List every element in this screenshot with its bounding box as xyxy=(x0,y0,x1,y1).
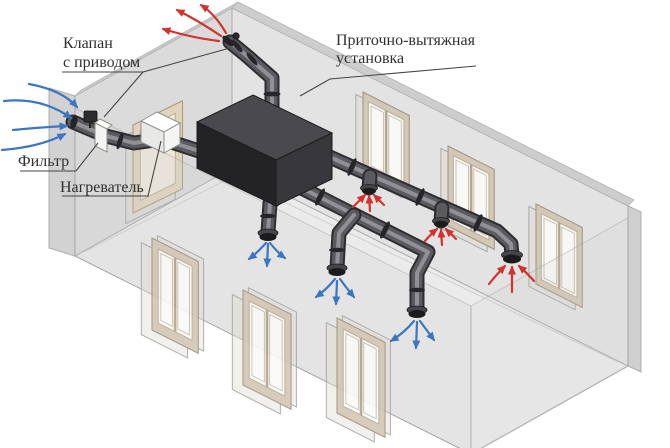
exhaust-riser-duct xyxy=(222,32,281,114)
exhaust-air-outlet-arrows xyxy=(161,3,228,43)
front-window-1 xyxy=(140,234,205,359)
front-right-wall xyxy=(470,217,629,448)
supply-diffuser-arrows-1 xyxy=(247,241,287,268)
label-damper: Клапан с приводом xyxy=(63,35,140,71)
duct-joint xyxy=(415,188,425,206)
duct-joint xyxy=(380,221,390,239)
exhaust-intake-arrows-1 xyxy=(351,193,386,213)
window-sash xyxy=(363,341,377,420)
duct-joint xyxy=(260,213,276,219)
intake-damper-actuator xyxy=(83,110,98,128)
supply-diffuser-arrows-3 xyxy=(389,319,436,350)
leader-damper xyxy=(62,47,231,118)
label-ahu-line2: установка xyxy=(336,50,404,67)
window-sash xyxy=(561,226,575,295)
leader-filter xyxy=(20,142,99,172)
duct-joint xyxy=(329,247,345,253)
front-window-2 xyxy=(231,286,297,415)
supply-diffuser-mouth xyxy=(328,268,346,276)
window-sash xyxy=(345,332,359,411)
window-sash xyxy=(473,168,487,237)
back-window-3 xyxy=(528,203,583,311)
exhaust-intake-arrows-2 xyxy=(423,227,458,247)
right-wall-edge xyxy=(627,205,642,373)
exhaust-outlet-opening xyxy=(222,35,234,47)
duct-joint xyxy=(116,132,124,150)
filter-box xyxy=(94,118,113,153)
ahu-unit xyxy=(195,94,334,207)
exhaust-intake-arrows-3 xyxy=(487,264,536,294)
window-sash xyxy=(543,217,557,286)
outside-air-intake-arrows xyxy=(0,82,79,152)
duct-joint xyxy=(315,188,325,206)
leader-ahu xyxy=(299,65,477,97)
duct-joint xyxy=(409,287,425,293)
label-damper-line1: Клапан xyxy=(63,35,113,52)
label-ahu-line1: Приточно-вытяжная xyxy=(336,32,476,49)
supply-main-duct xyxy=(258,169,428,318)
supply-diffuser-mouth xyxy=(259,233,277,241)
duct-joint xyxy=(347,158,357,176)
duct-joint xyxy=(473,214,483,232)
ahu-right-face xyxy=(275,132,333,207)
window-sash xyxy=(177,261,190,336)
duct-joint xyxy=(246,52,258,66)
exhaust-grille-mouth xyxy=(362,187,376,195)
leader-heater xyxy=(62,140,162,197)
label-ahu: Приточно-вытяжная установка xyxy=(336,32,476,67)
supply-diffuser-mouth xyxy=(408,310,426,318)
label-filter: Фильтр xyxy=(18,153,69,170)
window-sash xyxy=(370,105,384,174)
exhaust-grille-mouth xyxy=(503,254,521,264)
exhaust-damper-actuator xyxy=(231,32,243,53)
exhaust-main-duct xyxy=(298,143,523,264)
supply-diffuser-arrows-2 xyxy=(314,277,356,306)
window-sash xyxy=(251,304,265,383)
front-window-3 xyxy=(325,314,391,443)
window-sash xyxy=(269,313,283,392)
duct-joint xyxy=(263,91,281,97)
label-damper-line2: с приводом xyxy=(63,54,140,71)
exhaust-grille-mouth xyxy=(434,220,448,228)
heater-box xyxy=(139,111,182,154)
window-sash xyxy=(160,252,173,328)
label-heater: Нагреватель xyxy=(60,179,144,196)
